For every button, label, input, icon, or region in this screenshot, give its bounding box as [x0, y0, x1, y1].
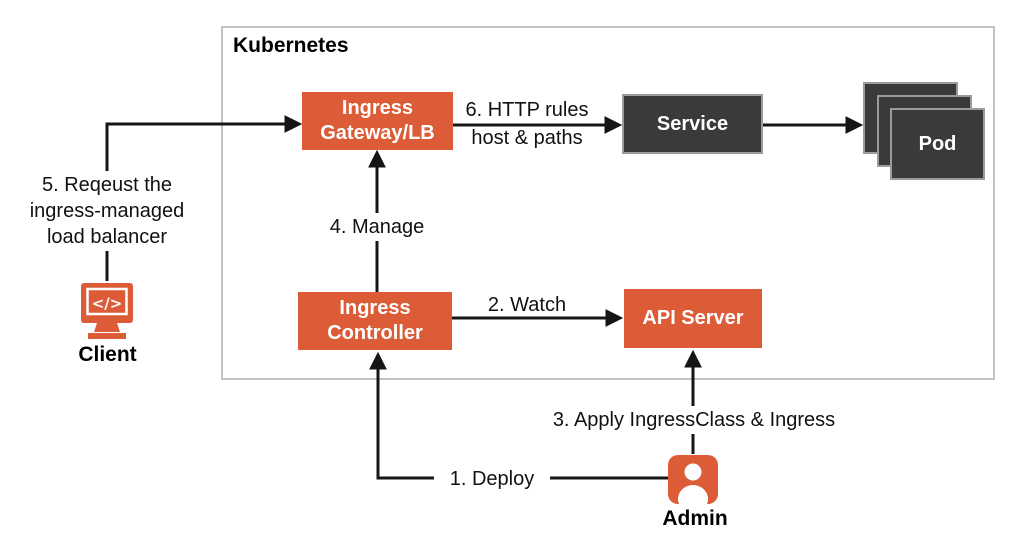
step3-apply-ingressclass-label: 3. Apply IngressClass & Ingress [534, 406, 854, 434]
api-server-node: API Server [624, 289, 762, 348]
service-node: Service [622, 94, 763, 154]
admin-label: Admin [662, 507, 728, 530]
kubernetes-cluster-title: Kubernetes [233, 34, 349, 57]
ingress-controller-node: Ingress Controller [298, 292, 452, 350]
pod-node: Pod [890, 108, 985, 180]
client-monitor-icon: </> [81, 283, 133, 339]
step2-watch-label: 2. Watch [487, 294, 567, 316]
step1-deploy-label: 1. Deploy [434, 465, 550, 493]
ingress-gateway-lb-node: Ingress Gateway/LB [302, 92, 453, 150]
admin-person-icon [668, 455, 718, 504]
code-glyph: </> [92, 295, 123, 313]
step4-manage-label: 4. Manage [319, 213, 435, 241]
step6-http-rules-label: 6. HTTP rules host & paths [465, 99, 589, 149]
client-label: Client [78, 343, 137, 366]
step5-request-lb-label: 5. Reqeust the ingress-managed load bala… [3, 171, 211, 251]
